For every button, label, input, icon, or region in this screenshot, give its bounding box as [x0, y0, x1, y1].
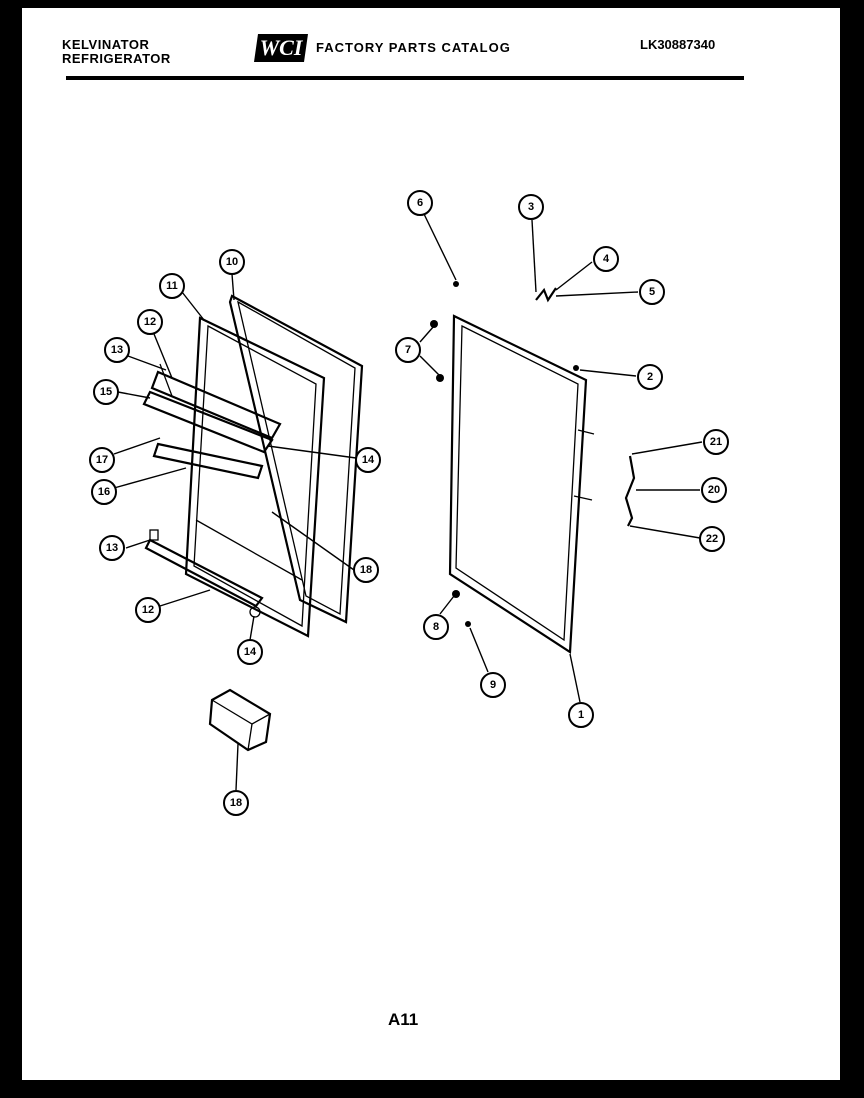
- svg-text:7: 7: [405, 344, 411, 356]
- door-shelf-upper-part: [142, 363, 282, 480]
- svg-text:1: 1: [578, 709, 584, 721]
- callout-14: 14: [355, 447, 381, 473]
- callout-6: 6: [407, 190, 433, 216]
- hardware-parts: [430, 281, 636, 627]
- page-code: A11: [388, 1010, 419, 1029]
- leader-lines: [113, 213, 703, 791]
- svg-text:17: 17: [96, 454, 108, 466]
- brand-name: KELVINATOR: [62, 37, 150, 52]
- callout-18: 18: [353, 557, 379, 583]
- svg-text:15: 15: [100, 386, 112, 398]
- callout-3: 3: [518, 194, 544, 220]
- svg-text:9: 9: [490, 679, 496, 691]
- svg-text:11: 11: [166, 280, 178, 292]
- callout-13: 13: [99, 535, 125, 561]
- callout-5: 5: [639, 279, 665, 305]
- model-number: LK30887340: [640, 37, 716, 52]
- callout-21: 21: [703, 429, 729, 455]
- svg-text:8: 8: [433, 621, 439, 633]
- svg-text:13: 13: [111, 344, 123, 356]
- brand-block: KELVINATOR REFRIGERATOR: [62, 38, 171, 66]
- svg-text:14: 14: [362, 454, 375, 466]
- svg-text:12: 12: [142, 604, 154, 616]
- callout-10: 10: [219, 249, 245, 275]
- door-shelf-lower-part: [144, 529, 264, 618]
- product-type: REFRIGERATOR: [62, 51, 171, 66]
- callout-7: 7: [395, 337, 421, 363]
- svg-text:18: 18: [360, 564, 372, 576]
- svg-text:4: 4: [603, 253, 610, 265]
- svg-text:13: 13: [106, 542, 118, 554]
- svg-text:20: 20: [708, 484, 720, 496]
- callout-13: 13: [104, 337, 130, 363]
- callout-16: 16: [91, 479, 117, 505]
- door-gasket-part: [228, 294, 364, 624]
- callout-11: 11: [159, 273, 185, 299]
- callout-17: 17: [89, 447, 115, 473]
- callout-4: 4: [593, 246, 619, 272]
- callout-12: 12: [135, 597, 161, 623]
- svg-text:5: 5: [649, 286, 655, 298]
- callout-8: 8: [423, 614, 449, 640]
- catalog-title: FACTORY PARTS CATALOG: [316, 40, 511, 55]
- callout-2: 2: [637, 364, 663, 390]
- svg-text:18: 18: [230, 797, 242, 809]
- svg-text:3: 3: [528, 201, 534, 213]
- callout-12: 12: [137, 309, 163, 335]
- svg-text:6: 6: [417, 197, 423, 209]
- door-liner-part: [184, 316, 326, 638]
- svg-text:21: 21: [710, 436, 722, 448]
- callout-1: 1: [568, 702, 594, 728]
- callout-18: 18: [223, 790, 249, 816]
- callout-14: 14: [237, 639, 263, 665]
- svg-text:14: 14: [244, 646, 257, 658]
- svg-text:2: 2: [647, 371, 653, 383]
- callout-15: 15: [93, 379, 119, 405]
- callout-22: 22: [699, 526, 725, 552]
- callout-20: 20: [701, 477, 727, 503]
- svg-text:22: 22: [706, 533, 718, 545]
- outer-door-panel-part: [448, 314, 595, 654]
- svg-text:10: 10: [226, 256, 238, 268]
- header-rule: [66, 76, 744, 80]
- callout-9: 9: [480, 672, 506, 698]
- butter-bin-part: [208, 688, 272, 752]
- svg-text:WCI: WCI: [260, 35, 304, 60]
- wci-logo: WCI: [254, 34, 308, 62]
- svg-text:12: 12: [144, 316, 156, 328]
- svg-text:16: 16: [98, 486, 110, 498]
